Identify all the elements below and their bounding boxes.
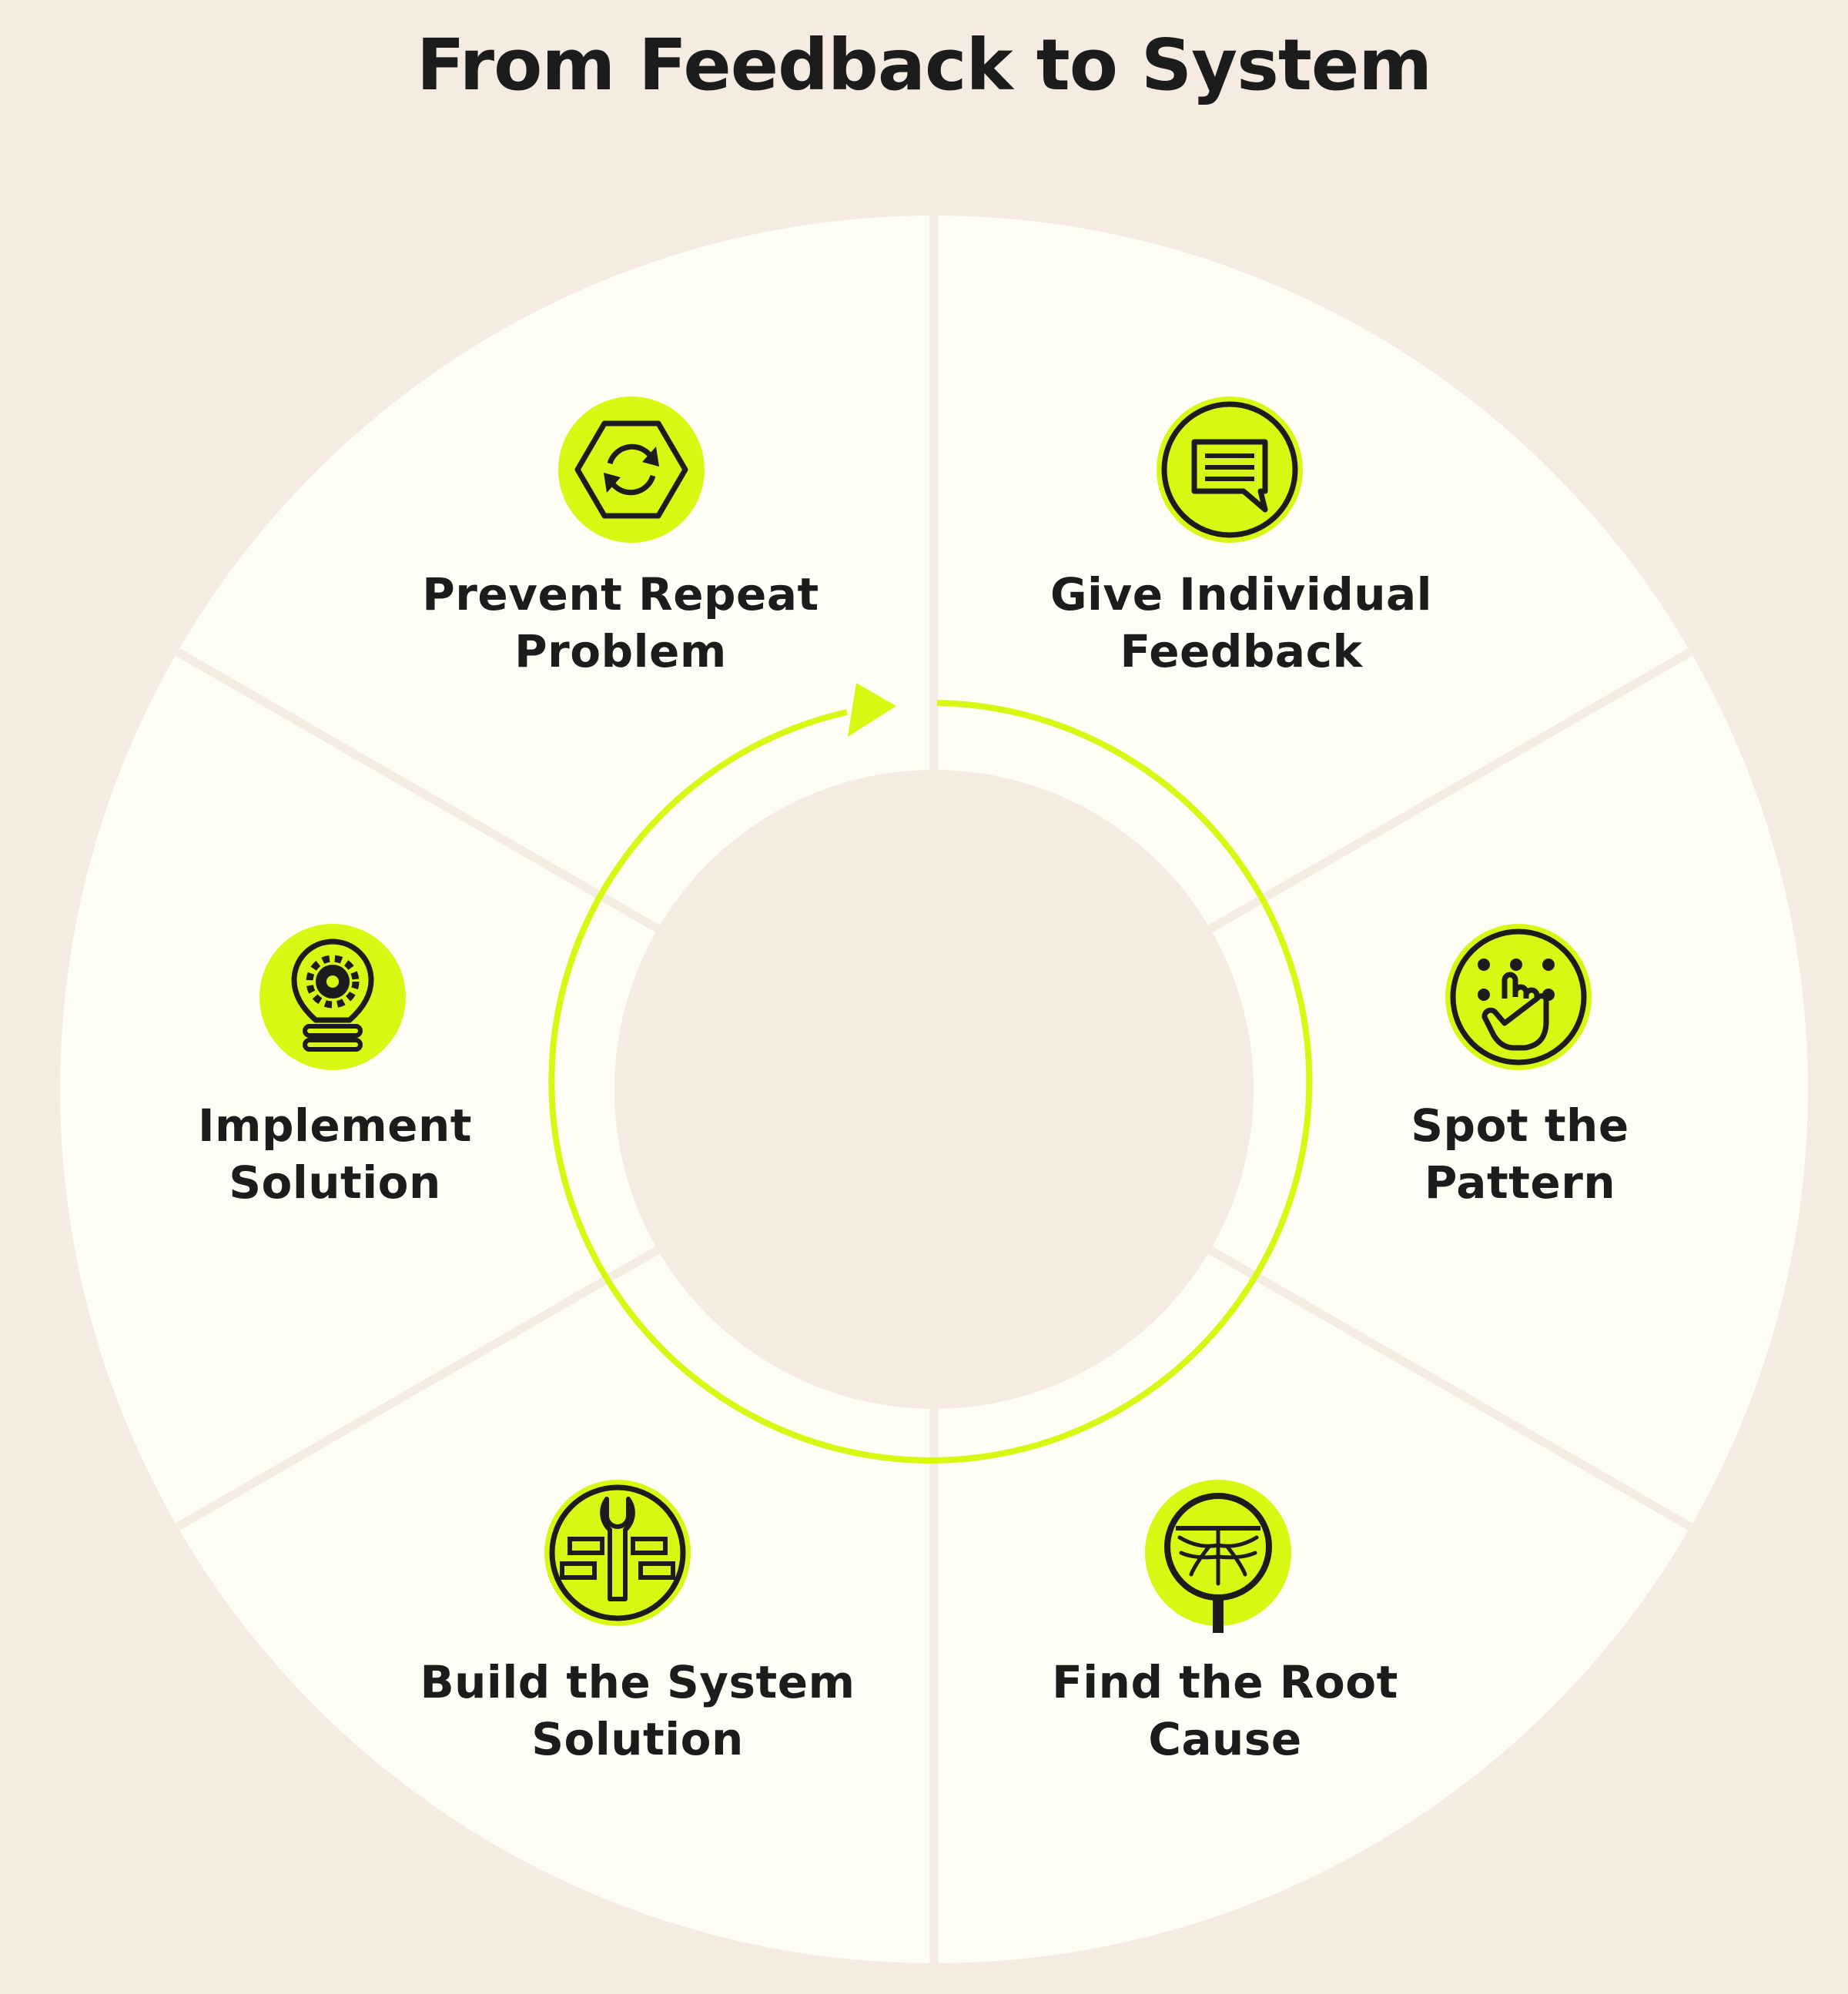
cycle-arrowhead	[848, 683, 896, 737]
step-label-build: Build the System Solution	[407, 1654, 869, 1768]
step-label-line1: Find the Root	[1052, 1656, 1398, 1708]
divider-lower-left	[176, 1242, 668, 1531]
inner-hole	[614, 770, 1254, 1409]
step-label-spot: Spot the Pattern	[1289, 1097, 1751, 1211]
step-label-line1: Give Individual	[1050, 568, 1433, 621]
step-label-line2: Cause	[1148, 1713, 1302, 1765]
magnifier-roots-icon	[1145, 1480, 1291, 1633]
step-label-line1: Prevent Repeat	[422, 568, 819, 621]
lightbulb-gear-icon	[259, 924, 406, 1070]
wrench-blocks-icon	[544, 1480, 691, 1626]
diagram-title: From Feedback to System	[416, 24, 1432, 106]
step-label-line1: Spot the	[1411, 1099, 1629, 1152]
hexagon-refresh-icon	[558, 396, 705, 543]
divider-lower-right	[1200, 1242, 1692, 1531]
divider-upper-left	[176, 648, 668, 937]
step-label-line2: Pattern	[1424, 1156, 1616, 1209]
step-label-line1: Implement	[197, 1099, 473, 1152]
step-label-root: Find the Root Cause	[994, 1654, 1456, 1768]
step-label-give: Give Individual Feedback	[1010, 566, 1472, 680]
segment-dividers	[176, 216, 1692, 1963]
step-label-line2: Feedback	[1120, 625, 1363, 677]
pointing-hand-dots-icon	[1445, 924, 1592, 1070]
divider-upper-right	[1200, 648, 1692, 937]
step-label-line2: Solution	[531, 1713, 744, 1765]
step-label-line1: Build the System	[420, 1656, 855, 1708]
step-label-line2: Solution	[229, 1156, 441, 1209]
speech-bubble-icon	[1157, 396, 1303, 543]
step-label-prevent: Prevent Repeat Problem	[390, 566, 852, 680]
step-label-line2: Problem	[514, 625, 727, 677]
cycle-arrow-ring	[548, 700, 1313, 1464]
step-label-implement: Implement Solution	[104, 1097, 566, 1211]
